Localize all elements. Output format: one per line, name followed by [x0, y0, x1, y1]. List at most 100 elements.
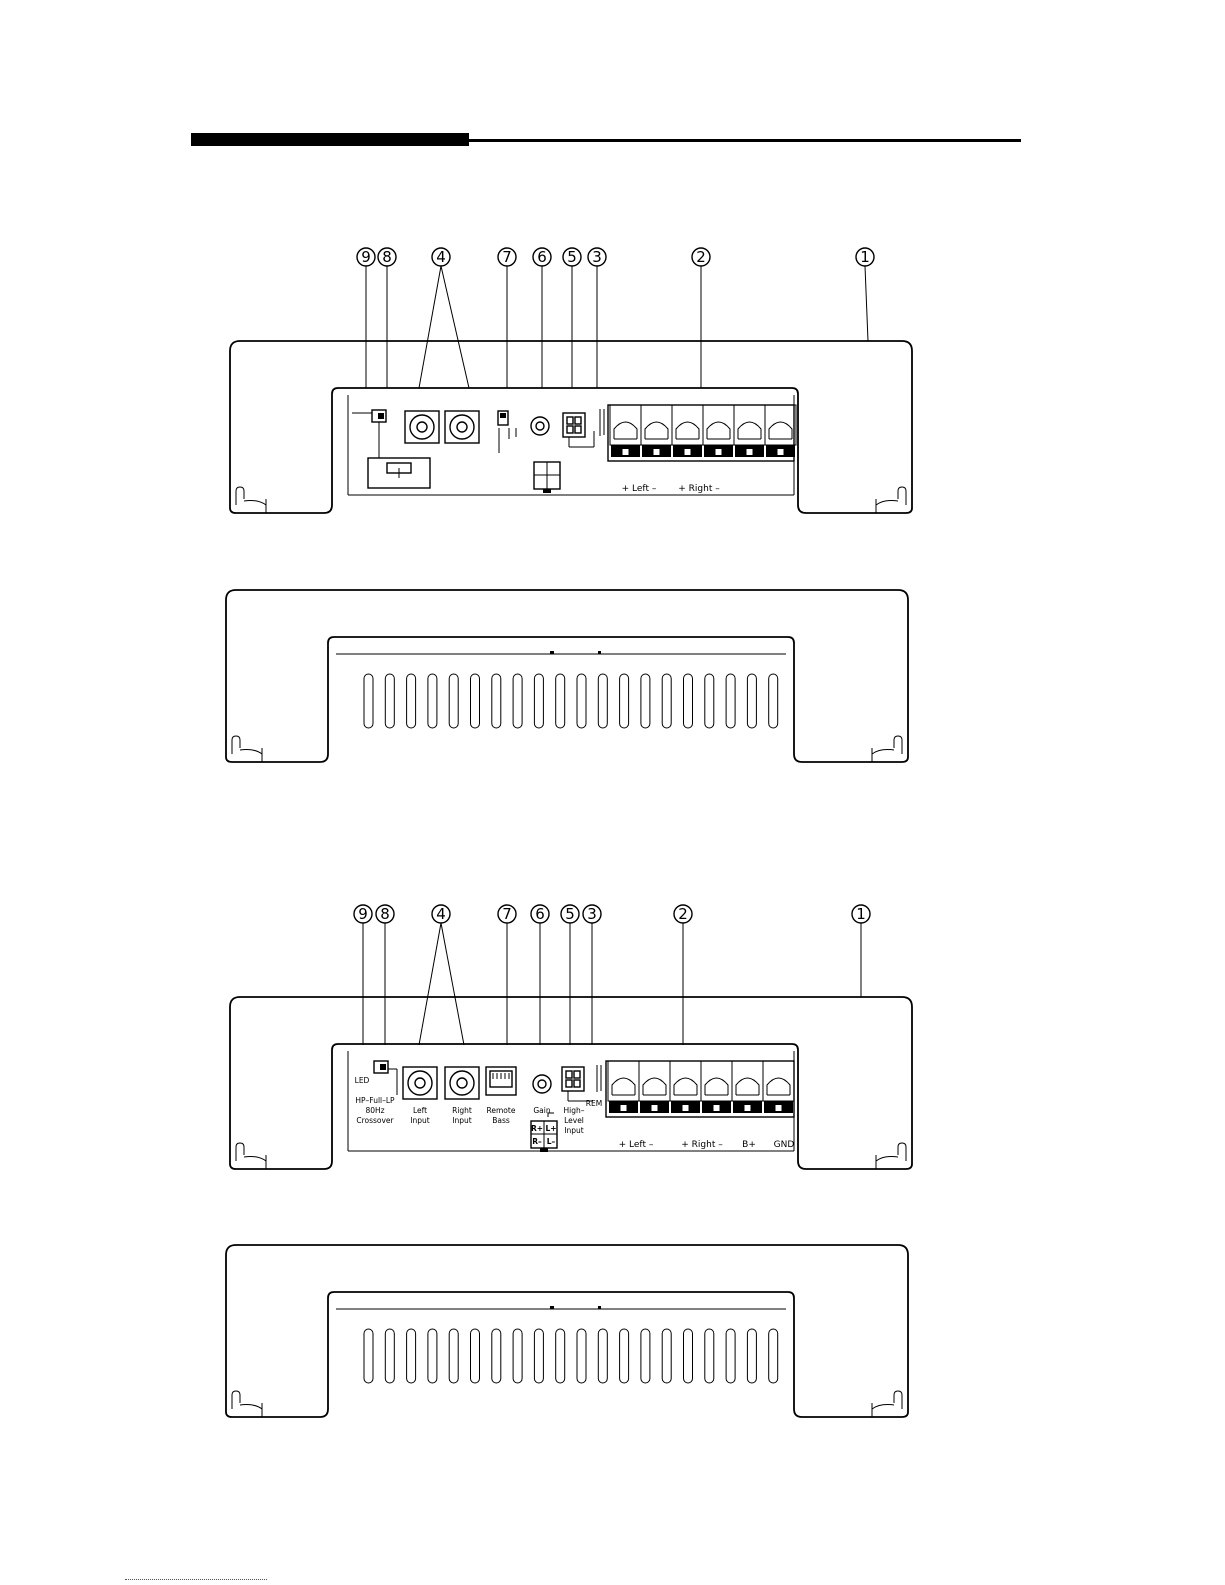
b-plus-label: B+: [742, 1140, 756, 1150]
terminal: [641, 405, 672, 457]
svg-text:7: 7: [502, 248, 512, 266]
top-right-speaker-label: + Right –: [678, 484, 720, 494]
crossover-label-1: HP–Full–LP: [355, 1096, 395, 1105]
vent-slot: [684, 674, 693, 728]
vent-slot: [407, 1329, 416, 1383]
vent-slot: [556, 674, 565, 728]
callout-9: 9: [357, 248, 375, 266]
terminal: [670, 1061, 701, 1113]
vent-slot: [492, 674, 501, 728]
vent-slot: [620, 1329, 629, 1383]
bottom-left-speaker-label: + Left –: [619, 1140, 654, 1150]
vent-slot: [513, 1329, 522, 1383]
vent-slot: [385, 674, 394, 728]
high-level-label-3: Input: [564, 1126, 583, 1135]
callout-6: 6: [531, 905, 549, 923]
right-input-label-1: Right: [452, 1106, 472, 1115]
vent-slot: [705, 674, 714, 728]
pin-l-plus: L+: [545, 1124, 556, 1133]
vent-slot: [364, 1329, 373, 1383]
vent-slot: [428, 1329, 437, 1383]
vent-slot: [662, 1329, 671, 1383]
svg-text:3: 3: [592, 248, 602, 266]
led-label: LED: [355, 1076, 370, 1085]
vent-slot: [471, 1329, 480, 1383]
vent-slot: [641, 1329, 650, 1383]
vent-slot: [598, 1329, 607, 1383]
vent-slot: [662, 674, 671, 728]
vent-slot: [492, 1329, 501, 1383]
vent-slot: [513, 674, 522, 728]
callout-3: 3: [583, 905, 601, 923]
callout-4: 4: [432, 905, 450, 923]
vent-slot: [726, 674, 735, 728]
footer-link-underline: [125, 1579, 267, 1580]
callout-8: 8: [378, 248, 396, 266]
svg-text:5: 5: [565, 905, 575, 923]
svg-text:8: 8: [380, 905, 390, 923]
bottom-amplifier-front: LED HP–Full–LP 80Hz Crossover Left Input…: [230, 997, 912, 1169]
vent-slot: [598, 674, 607, 728]
gnd-label: GND: [774, 1140, 795, 1150]
vent-slot: [556, 1329, 565, 1383]
svg-text:3: 3: [587, 905, 597, 923]
svg-text:2: 2: [678, 905, 688, 923]
svg-text:2: 2: [696, 248, 706, 266]
vent-slot: [705, 1329, 714, 1383]
terminal: [672, 405, 703, 457]
vent-slot: [534, 1329, 543, 1383]
vent-slot: [364, 674, 373, 728]
callout-2: 2: [674, 905, 692, 923]
terminal: [765, 405, 796, 457]
callout-1: 1: [856, 248, 874, 266]
terminal: [734, 405, 765, 457]
pin-l-minus: L–: [547, 1137, 556, 1146]
vent-slot: [577, 1329, 586, 1383]
pin-r-minus: R–: [532, 1137, 542, 1146]
terminal: [703, 405, 734, 457]
terminal: [763, 1061, 794, 1113]
callout-7: 7: [498, 248, 516, 266]
terminal: [610, 405, 641, 457]
terminal: [701, 1061, 732, 1113]
svg-text:5: 5: [567, 248, 577, 266]
high-level-label-2: Level: [564, 1116, 584, 1125]
svg-text:9: 9: [358, 905, 368, 923]
svg-text:6: 6: [535, 905, 545, 923]
svg-text:8: 8: [382, 248, 392, 266]
vent-slot: [385, 1329, 394, 1383]
crossover-label-2: 80Hz: [365, 1106, 384, 1115]
bottom-amplifier-rear: [226, 1245, 908, 1417]
vent-slot: [471, 674, 480, 728]
terminal: [639, 1061, 670, 1113]
callout-5: 5: [561, 905, 579, 923]
vent-slot: [769, 1329, 778, 1383]
callout-2: 2: [692, 248, 710, 266]
callout-6: 6: [533, 248, 551, 266]
top-amplifier-front: + Left – + Right –: [230, 341, 912, 513]
vent-slot: [769, 674, 778, 728]
vent-slot: [641, 674, 650, 728]
remote-bass-label-1: Remote: [487, 1106, 516, 1115]
svg-text:4: 4: [436, 905, 446, 923]
top-amplifier-rear: [226, 590, 908, 762]
top-left-speaker-label: + Left –: [622, 484, 657, 494]
vent-slot: [620, 674, 629, 728]
right-input-label-2: Input: [452, 1116, 471, 1125]
vent-slot: [407, 674, 416, 728]
left-input-label-1: Left: [413, 1106, 427, 1115]
terminal: [732, 1061, 763, 1113]
bottom-right-speaker-label: + Right –: [681, 1140, 723, 1150]
svg-text:1: 1: [856, 905, 866, 923]
high-level-label-1: High–: [564, 1106, 585, 1115]
svg-text:1: 1: [860, 248, 870, 266]
svg-text:6: 6: [537, 248, 547, 266]
vent-slot: [449, 674, 458, 728]
vent-slot: [726, 1329, 735, 1383]
vent-slot: [684, 1329, 693, 1383]
callout-9: 9: [354, 905, 372, 923]
pin-r-plus: R+: [531, 1124, 543, 1133]
callout-3: 3: [588, 248, 606, 266]
